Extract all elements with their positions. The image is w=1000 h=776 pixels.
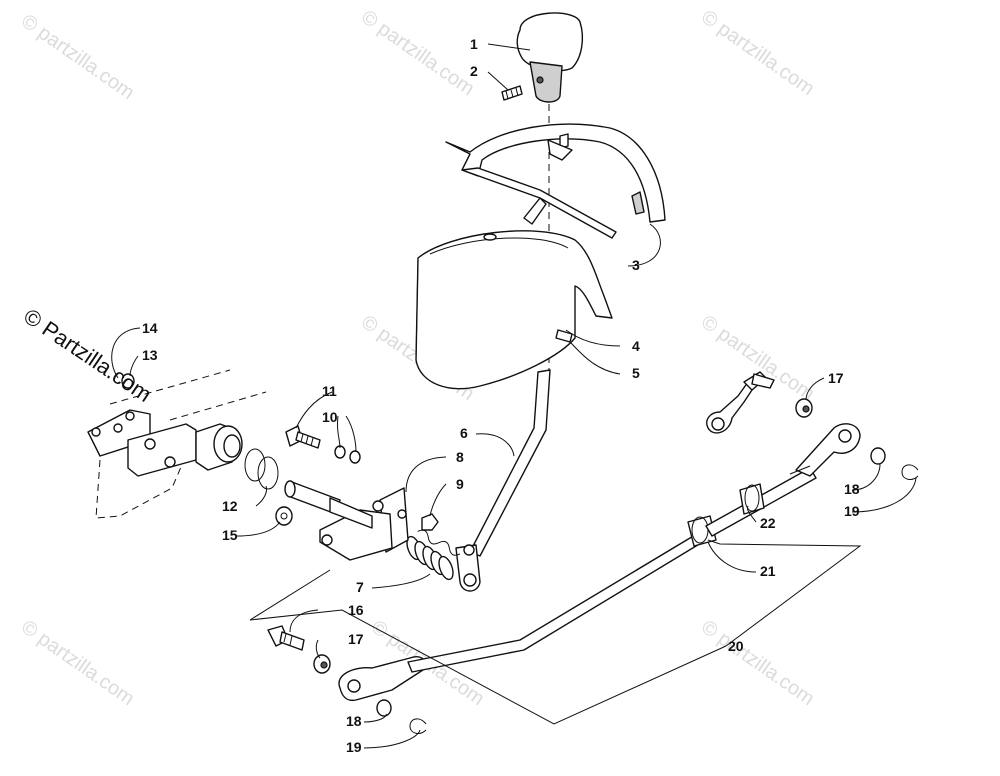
watermark: © partzilla.com xyxy=(697,311,818,405)
pivot-bolt xyxy=(285,425,321,449)
callout-14: 14 xyxy=(142,320,158,336)
callout-10: 10 xyxy=(322,409,338,425)
callout-20: 20 xyxy=(728,638,744,654)
callout-22: 22 xyxy=(760,515,776,531)
callout-5: 5 xyxy=(632,365,640,381)
callout-12: 12 xyxy=(222,498,238,514)
callout-1: 1 xyxy=(470,36,478,52)
callout-18-lower: 18 xyxy=(346,713,362,729)
callout-18-upper: 18 xyxy=(844,481,860,497)
knob-set-screw xyxy=(501,85,523,101)
callout-8: 8 xyxy=(456,449,464,465)
watermark: © partzilla.com xyxy=(17,10,138,104)
o-ring xyxy=(244,448,266,482)
e-clip xyxy=(409,718,427,734)
callout-15: 15 xyxy=(222,527,238,543)
callout-3: 3 xyxy=(632,257,640,273)
shift-knob xyxy=(516,12,584,103)
callout-19-lower: 19 xyxy=(346,739,362,755)
callout-17-upper: 17 xyxy=(828,370,844,386)
upper-console-cover xyxy=(445,123,666,239)
callout-labels: 1 2 3 4 5 6 7 8 9 10 11 12 13 14 15 16 1… xyxy=(142,36,860,755)
flat-washer xyxy=(275,506,293,526)
callout-17-lower: 17 xyxy=(348,631,364,647)
callout-19-upper: 19 xyxy=(844,503,860,519)
shift-shaft xyxy=(284,480,373,529)
e-clip xyxy=(901,464,919,480)
linkage-arm xyxy=(706,371,813,434)
callout-6: 6 xyxy=(460,425,468,441)
rod-washer xyxy=(376,699,392,717)
callout-13: 13 xyxy=(142,347,158,363)
frame-mount xyxy=(87,369,267,519)
watermark: © partzilla.com xyxy=(17,616,138,710)
watermark: © partzilla.com xyxy=(697,6,818,100)
leader-lines xyxy=(111,43,917,749)
ball-stud xyxy=(267,625,305,651)
watermark: © partzilla.com xyxy=(357,6,478,100)
spring xyxy=(406,529,461,581)
callout-11: 11 xyxy=(322,383,337,399)
brand-watermark: © Partzilla.com xyxy=(19,303,156,407)
bushing xyxy=(121,373,135,389)
nut xyxy=(421,513,439,531)
rod-washer xyxy=(870,447,886,465)
callout-16: 16 xyxy=(348,602,364,618)
shift-rod xyxy=(338,423,861,702)
o-ring xyxy=(257,456,279,490)
watermark: © partzilla.com xyxy=(697,616,818,710)
shift-lever xyxy=(455,369,551,592)
washer xyxy=(349,450,361,464)
callout-21: 21 xyxy=(760,563,776,579)
pivot-bracket xyxy=(319,487,409,561)
callout-2: 2 xyxy=(470,63,478,79)
callout-7: 7 xyxy=(356,579,364,595)
callout-4: 4 xyxy=(632,338,640,354)
callout-9: 9 xyxy=(456,476,464,492)
lower-console-cover xyxy=(415,230,613,390)
